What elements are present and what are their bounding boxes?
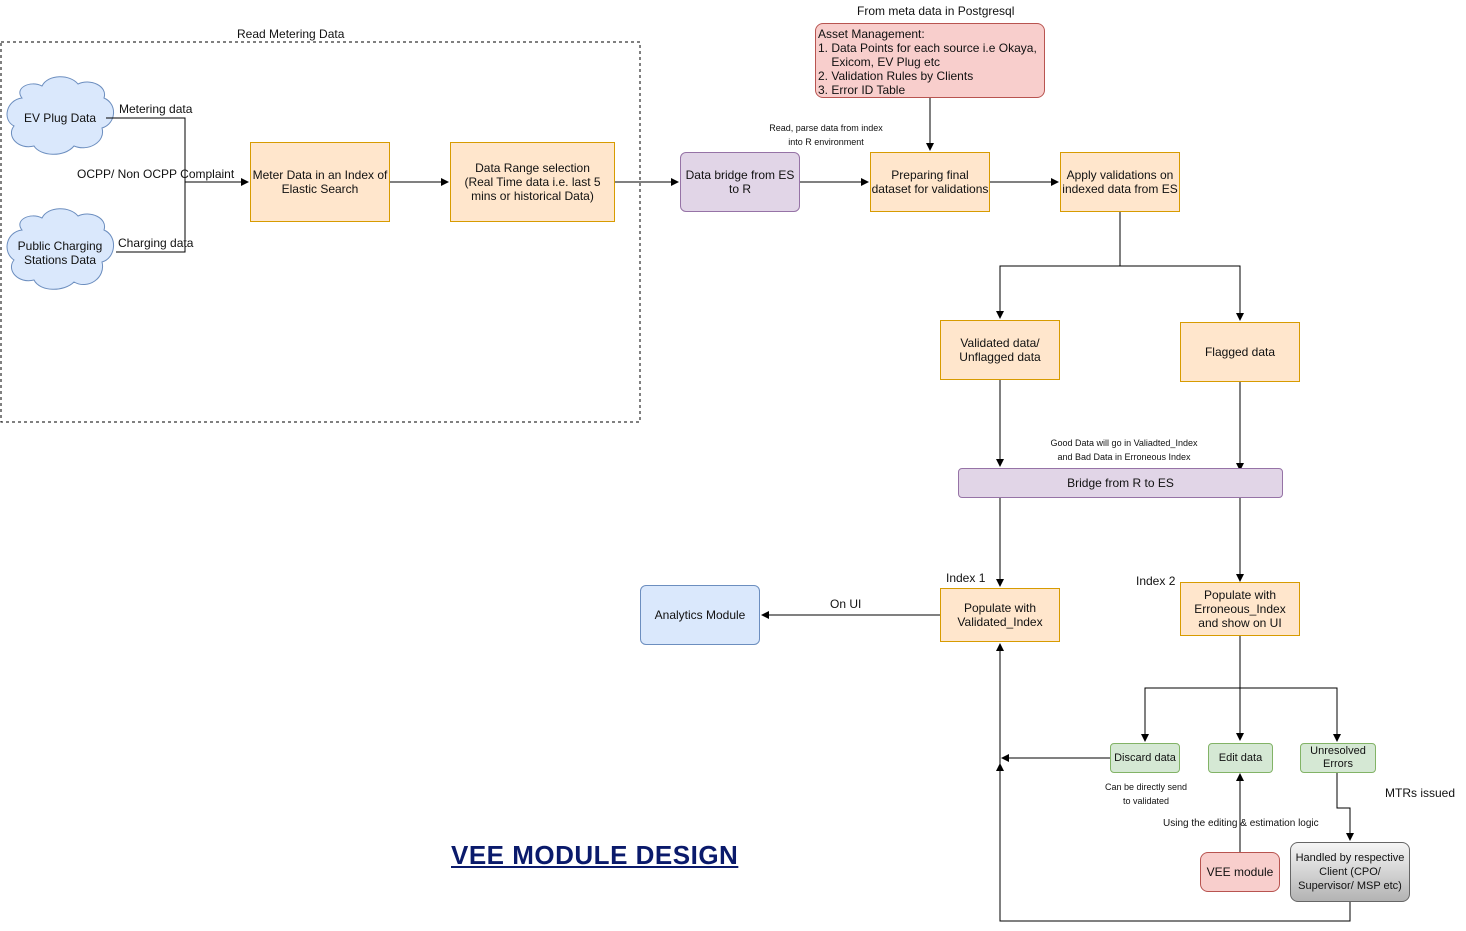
public-charging-cloud [6,208,114,290]
data-range-node[interactable]: Data Range selection (Real Time data i.e… [450,142,615,222]
mtrs-label: MTRs issued [1385,786,1456,800]
index1-label: Index 1 [946,571,986,585]
diagram-title: VEE MODULE DESIGN [451,840,739,870]
edit-data-node[interactable]: Edit data [1208,743,1273,773]
charging-data-label: Charging data [118,236,194,250]
can-be-sent-label: Can be directly send to validated [1104,782,1188,806]
edge-apply-split [996,212,1121,319]
bridge-r-es-node[interactable]: Bridge from R to ES [958,468,1283,498]
apply-validations-node[interactable]: Apply validations on indexed data from E… [1060,152,1180,212]
edge-public-to-meter [116,182,186,253]
group-label: Read Metering Data [237,27,345,41]
analytics-module-node[interactable]: Analytics Module [640,585,760,645]
edge-evplug-to-meter [106,117,249,186]
asset-management-node[interactable]: Asset Management: 1. Data Points for eac… [815,23,1045,98]
read-metering-group [0,41,641,423]
ocpp-label: OCPP/ Non OCPP Complaint [77,167,235,181]
ev-plug-cloud [6,76,114,155]
preparing-node[interactable]: Preparing final dataset for validations [870,152,990,212]
metering-data-label: Metering data [119,102,193,116]
meter-index-node[interactable]: Meter Data in an Index of Elastic Search [250,142,390,222]
edge-apply-to-flagged [1120,265,1244,321]
bridge-es-r-node[interactable]: Data bridge from ES to R [680,152,800,212]
validated-data-node[interactable]: Validated data/ Unflagged data [940,320,1060,380]
ev-plug-label: EV Plug Data [23,111,97,125]
flagged-data-node[interactable]: Flagged data [1180,322,1300,382]
edge-erroneous-to-unresolved [1240,687,1341,742]
handled-by-client-node[interactable]: Handled by respective Client (CPO/ Super… [1290,842,1410,902]
read-parse-label: Read, parse data from index into R envir… [769,123,883,147]
from-meta-label: From meta data in Postgresql [857,4,1015,18]
public-charging-label: Public Charging Stations Data [17,239,103,267]
edge-erroneous-to-discard [1141,687,1240,742]
on-ui-label: On UI [830,597,862,611]
using-logic-label: Using the editing & estimation logic [1163,818,1319,829]
index2-label: Index 2 [1136,574,1176,588]
unresolved-errors-node[interactable]: Unresolved Errors [1300,743,1376,773]
asset-management-text: Asset Management: 1. Data Points for eac… [818,27,1037,97]
good-bad-label: Good Data will go in Valiadted_Index and… [1050,438,1198,462]
discard-data-node[interactable]: Discard data [1110,743,1180,773]
edge-unresolved-to-handled [1336,772,1354,841]
populate-erroneous-node[interactable]: Populate with Erroneous_Index and show o… [1180,582,1300,636]
populate-validated-node[interactable]: Populate with Validated_Index [940,588,1060,642]
vee-module-node[interactable]: VEE module [1200,852,1280,892]
